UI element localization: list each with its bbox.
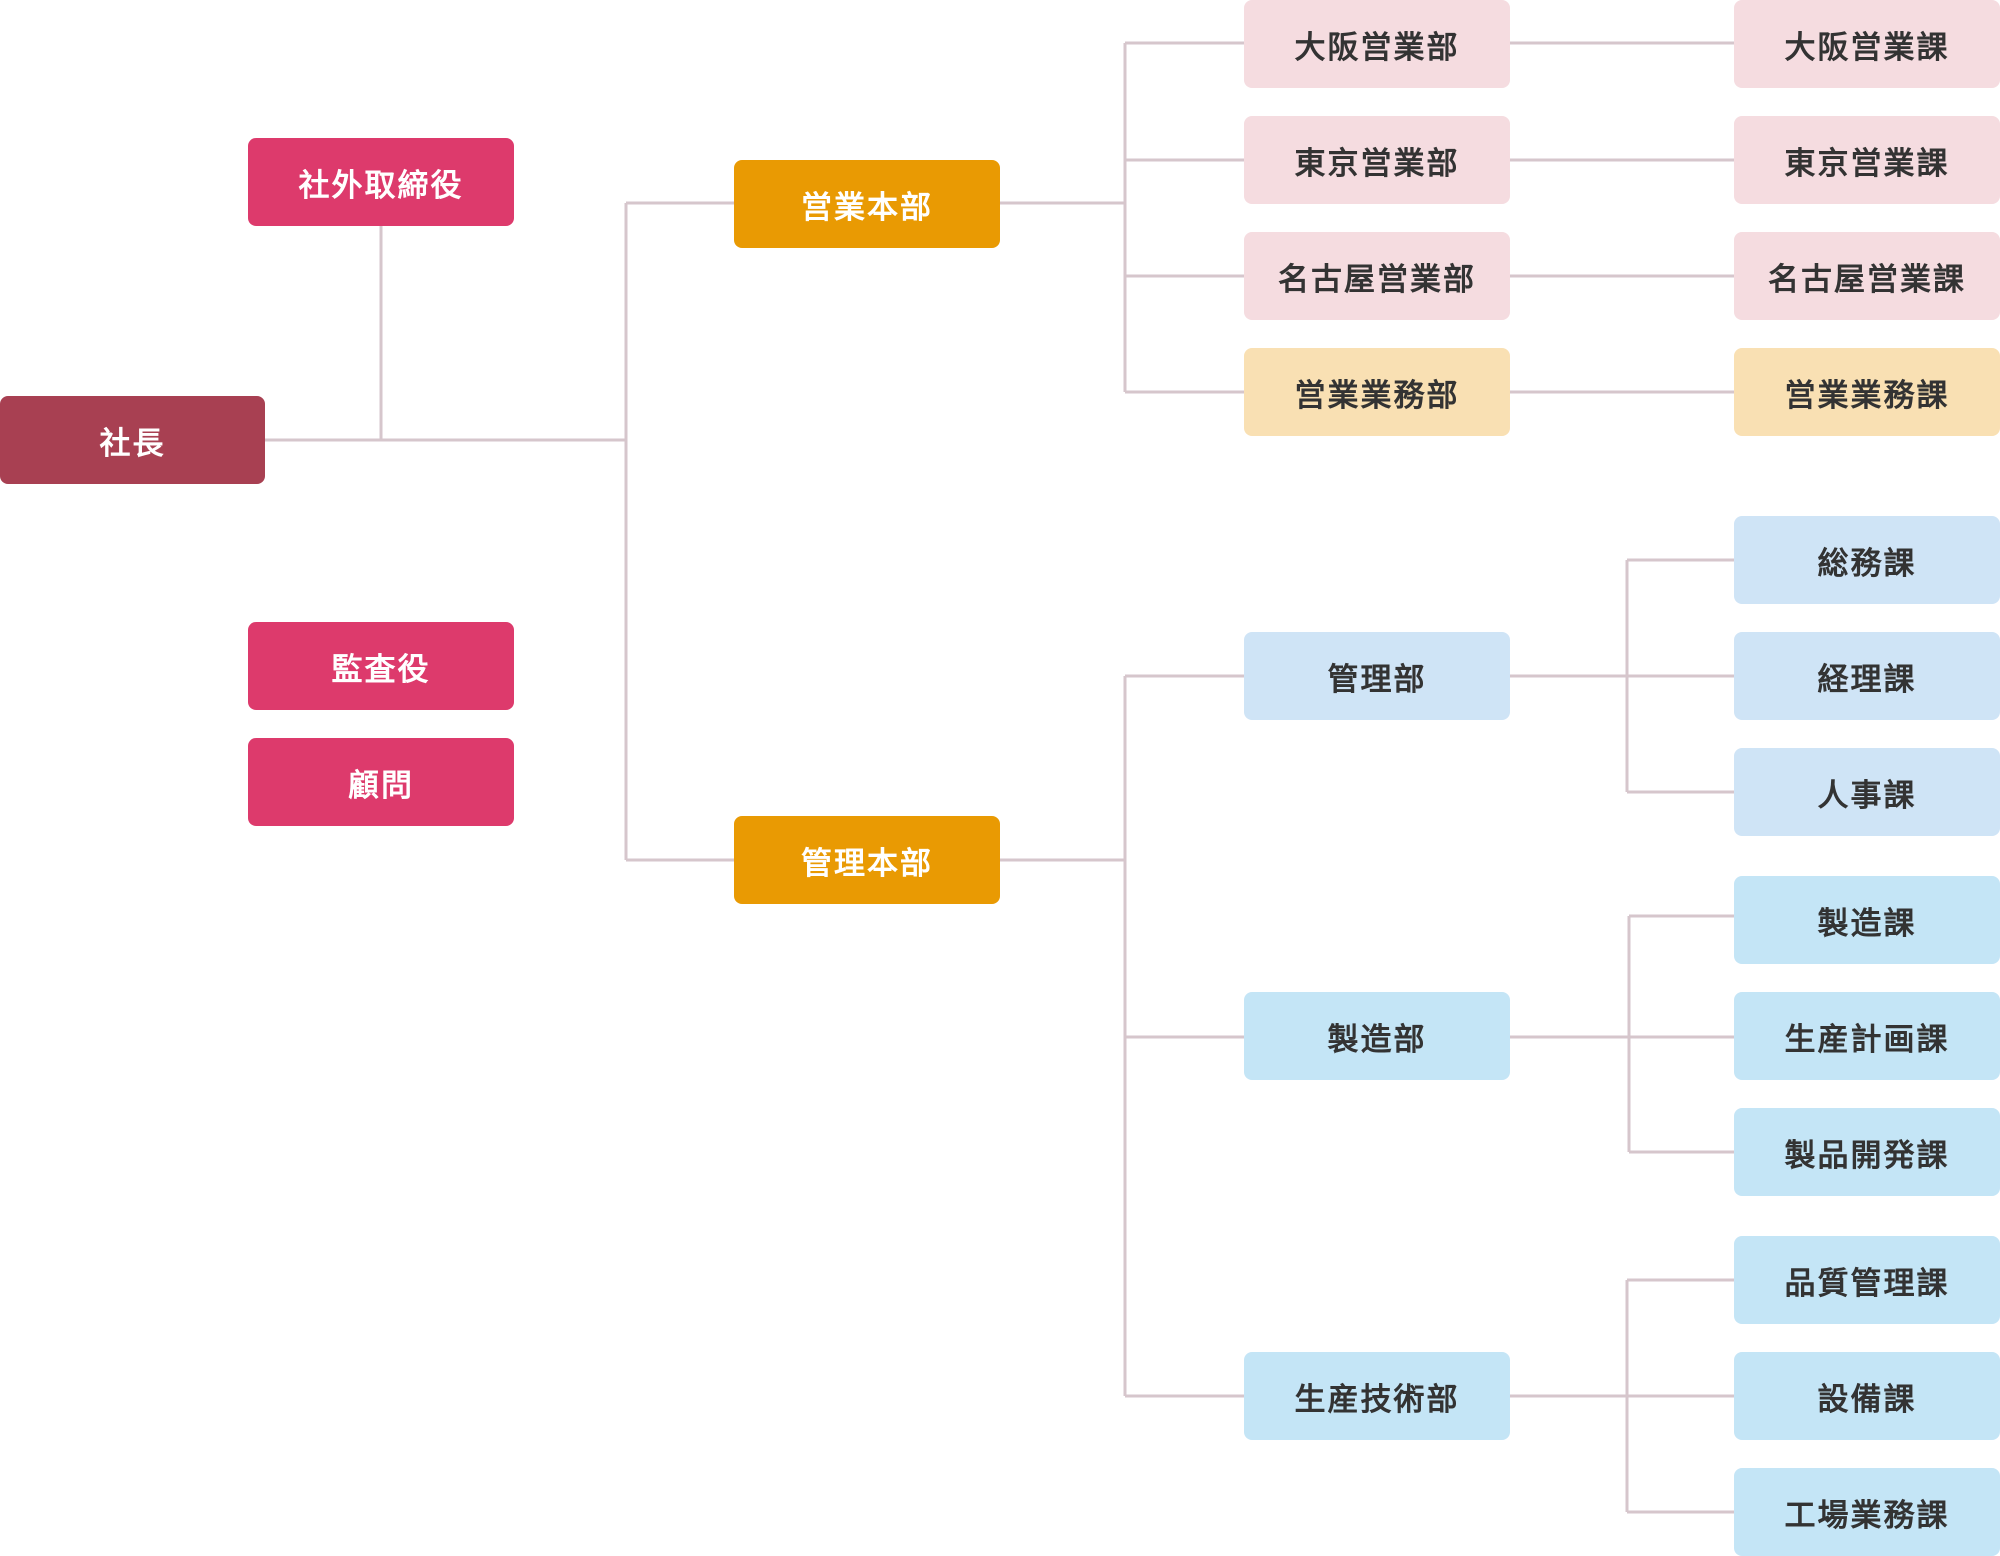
node-section: 名古屋営業課 — [1734, 232, 2000, 320]
node-department: 大阪営業部 — [1244, 0, 1510, 88]
node-department: 管理部 — [1244, 632, 1510, 720]
node-section: 東京営業課 — [1734, 116, 2000, 204]
node-section: 人事課 — [1734, 748, 2000, 836]
node-section: 品質管理課 — [1734, 1236, 2000, 1324]
node-auditor: 監査役 — [248, 622, 514, 710]
node-outside-director: 社外取締役 — [248, 138, 514, 226]
node-section: 工場業務課 — [1734, 1468, 2000, 1556]
node-department: 名古屋営業部 — [1244, 232, 1510, 320]
node-section: 経理課 — [1734, 632, 2000, 720]
node-section: 営業業務課 — [1734, 348, 2000, 436]
node-sales-hq: 営業本部 — [734, 160, 1000, 248]
node-section: 大阪営業課 — [1734, 0, 2000, 88]
node-advisor: 顧問 — [248, 738, 514, 826]
node-section: 生産計画課 — [1734, 992, 2000, 1080]
node-admin-hq: 管理本部 — [734, 816, 1000, 904]
node-department: 生産技術部 — [1244, 1352, 1510, 1440]
node-department: 製造部 — [1244, 992, 1510, 1080]
node-department: 営業業務部 — [1244, 348, 1510, 436]
node-department: 東京営業部 — [1244, 116, 1510, 204]
node-president: 社長 — [0, 396, 265, 484]
node-section: 製品開発課 — [1734, 1108, 2000, 1196]
node-section: 製造課 — [1734, 876, 2000, 964]
node-section: 総務課 — [1734, 516, 2000, 604]
node-section: 設備課 — [1734, 1352, 2000, 1440]
